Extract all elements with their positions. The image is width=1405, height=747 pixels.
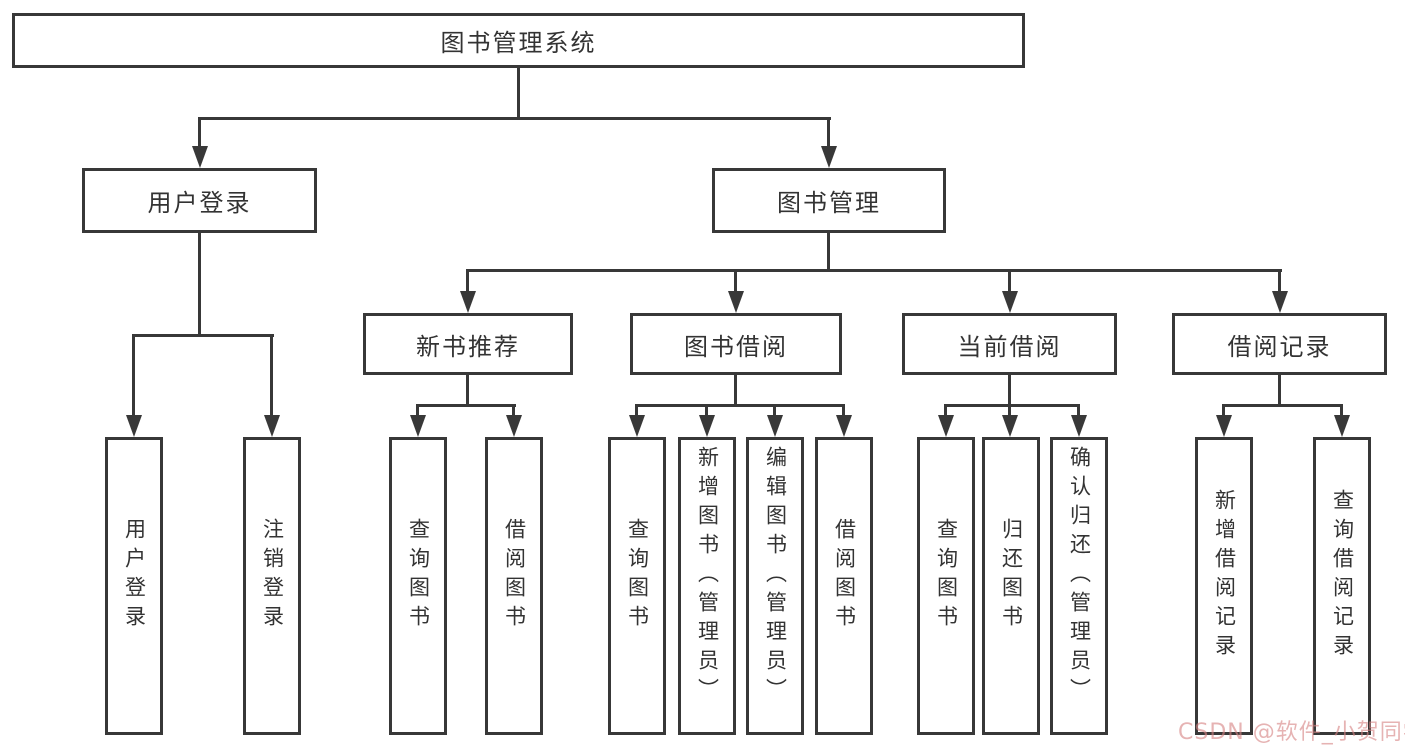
arrowhead-down-icon [264, 415, 280, 437]
arrowhead-down-icon [699, 415, 715, 437]
connector-current-borrow-branch [944, 404, 1080, 407]
connector-root-branch [198, 117, 831, 120]
node-current-borrow: 当前借阅 [902, 313, 1117, 375]
connector-drop-leaf [705, 405, 708, 416]
connector-drop-leaf [842, 405, 845, 416]
leaf-confirm-return-admin: 确认归还（管理员） [1050, 437, 1108, 735]
arrowhead-down-icon [1334, 415, 1350, 437]
node-book-borrow: 图书借阅 [630, 313, 842, 375]
arrowhead-down-icon [410, 415, 426, 437]
connector-user-login-stem [198, 233, 201, 337]
arrowhead-down-icon [1002, 291, 1018, 313]
connector-drop-leaf [416, 405, 419, 416]
arrowhead-down-icon [629, 415, 645, 437]
leaf-borrow-books-recommend: 借阅图书 [485, 437, 543, 735]
connector-borrow-records-stem [1278, 375, 1281, 407]
connector-drop-leaf [512, 405, 515, 416]
connector-book-borrow-stem [734, 375, 737, 407]
connector-drop-leaf [1340, 405, 1343, 416]
connector-drop-new-book [466, 270, 469, 292]
leaf-query-books-recommend: 查询图书 [389, 437, 447, 735]
connector-current-borrow-stem [1008, 375, 1011, 407]
leaf-edit-books-admin: 编辑图书（管理员） [746, 437, 804, 735]
arrowhead-down-icon [836, 415, 852, 437]
leaf-add-borrow-record: 新增借阅记录 [1195, 437, 1253, 735]
leaf-query-books-borrow: 查询图书 [608, 437, 666, 735]
leaf-user-login: 用户登录 [105, 437, 163, 735]
connector-borrow-records-branch [1222, 404, 1343, 407]
arrowhead-down-icon [126, 415, 142, 437]
arrowhead-down-icon [938, 415, 954, 437]
arrowhead-down-icon [1272, 291, 1288, 313]
leaf-borrow-books: 借阅图书 [815, 437, 873, 735]
leaf-query-books-current: 查询图书 [917, 437, 975, 735]
connector-book-borrow-branch [635, 404, 845, 407]
leaf-query-borrow-record: 查询借阅记录 [1313, 437, 1371, 735]
connector-book-mgmt-stem [827, 233, 830, 272]
arrowhead-down-icon [1216, 415, 1232, 437]
connector-book-mgmt-branch [466, 269, 1282, 272]
connector-user-login-branch [132, 334, 274, 337]
arrowhead-down-icon [1002, 415, 1018, 437]
connector-drop-leaf [270, 335, 273, 416]
connector-drop-book-borrow [734, 270, 737, 292]
leaf-add-books-admin: 新增图书（管理员） [678, 437, 736, 735]
node-root-library-management-system: 图书管理系统 [12, 13, 1025, 68]
arrowhead-down-icon [728, 291, 744, 313]
node-book-management: 图书管理 [712, 168, 946, 233]
connector-drop-borrow-records [1278, 270, 1281, 292]
connector-new-book-stem [466, 375, 469, 407]
connector-drop-book-management [827, 118, 830, 147]
arrowhead-down-icon [506, 415, 522, 437]
connector-drop-leaf [1008, 405, 1011, 416]
connector-drop-leaf [132, 335, 135, 416]
connector-drop-leaf [635, 405, 638, 416]
node-new-book-recommend: 新书推荐 [363, 313, 573, 375]
connector-new-book-branch [416, 404, 516, 407]
node-user-login: 用户登录 [82, 168, 317, 233]
connector-drop-current-borrow [1008, 270, 1011, 292]
connector-drop-leaf [773, 405, 776, 416]
arrowhead-down-icon [821, 146, 837, 168]
connector-root-stem [517, 68, 520, 120]
arrowhead-down-icon [460, 291, 476, 313]
node-borrow-records: 借阅记录 [1172, 313, 1387, 375]
arrowhead-down-icon [767, 415, 783, 437]
connector-drop-user-login [198, 118, 201, 147]
connector-drop-leaf [1077, 405, 1080, 416]
arrowhead-down-icon [1071, 415, 1087, 437]
csdn-watermark: CSDN @软件_小贺同学 [1178, 720, 1405, 745]
connector-drop-leaf [944, 405, 947, 416]
leaf-return-books: 归还图书 [982, 437, 1040, 735]
arrowhead-down-icon [192, 146, 208, 168]
leaf-logout: 注销登录 [243, 437, 301, 735]
connector-drop-leaf [1222, 405, 1225, 416]
